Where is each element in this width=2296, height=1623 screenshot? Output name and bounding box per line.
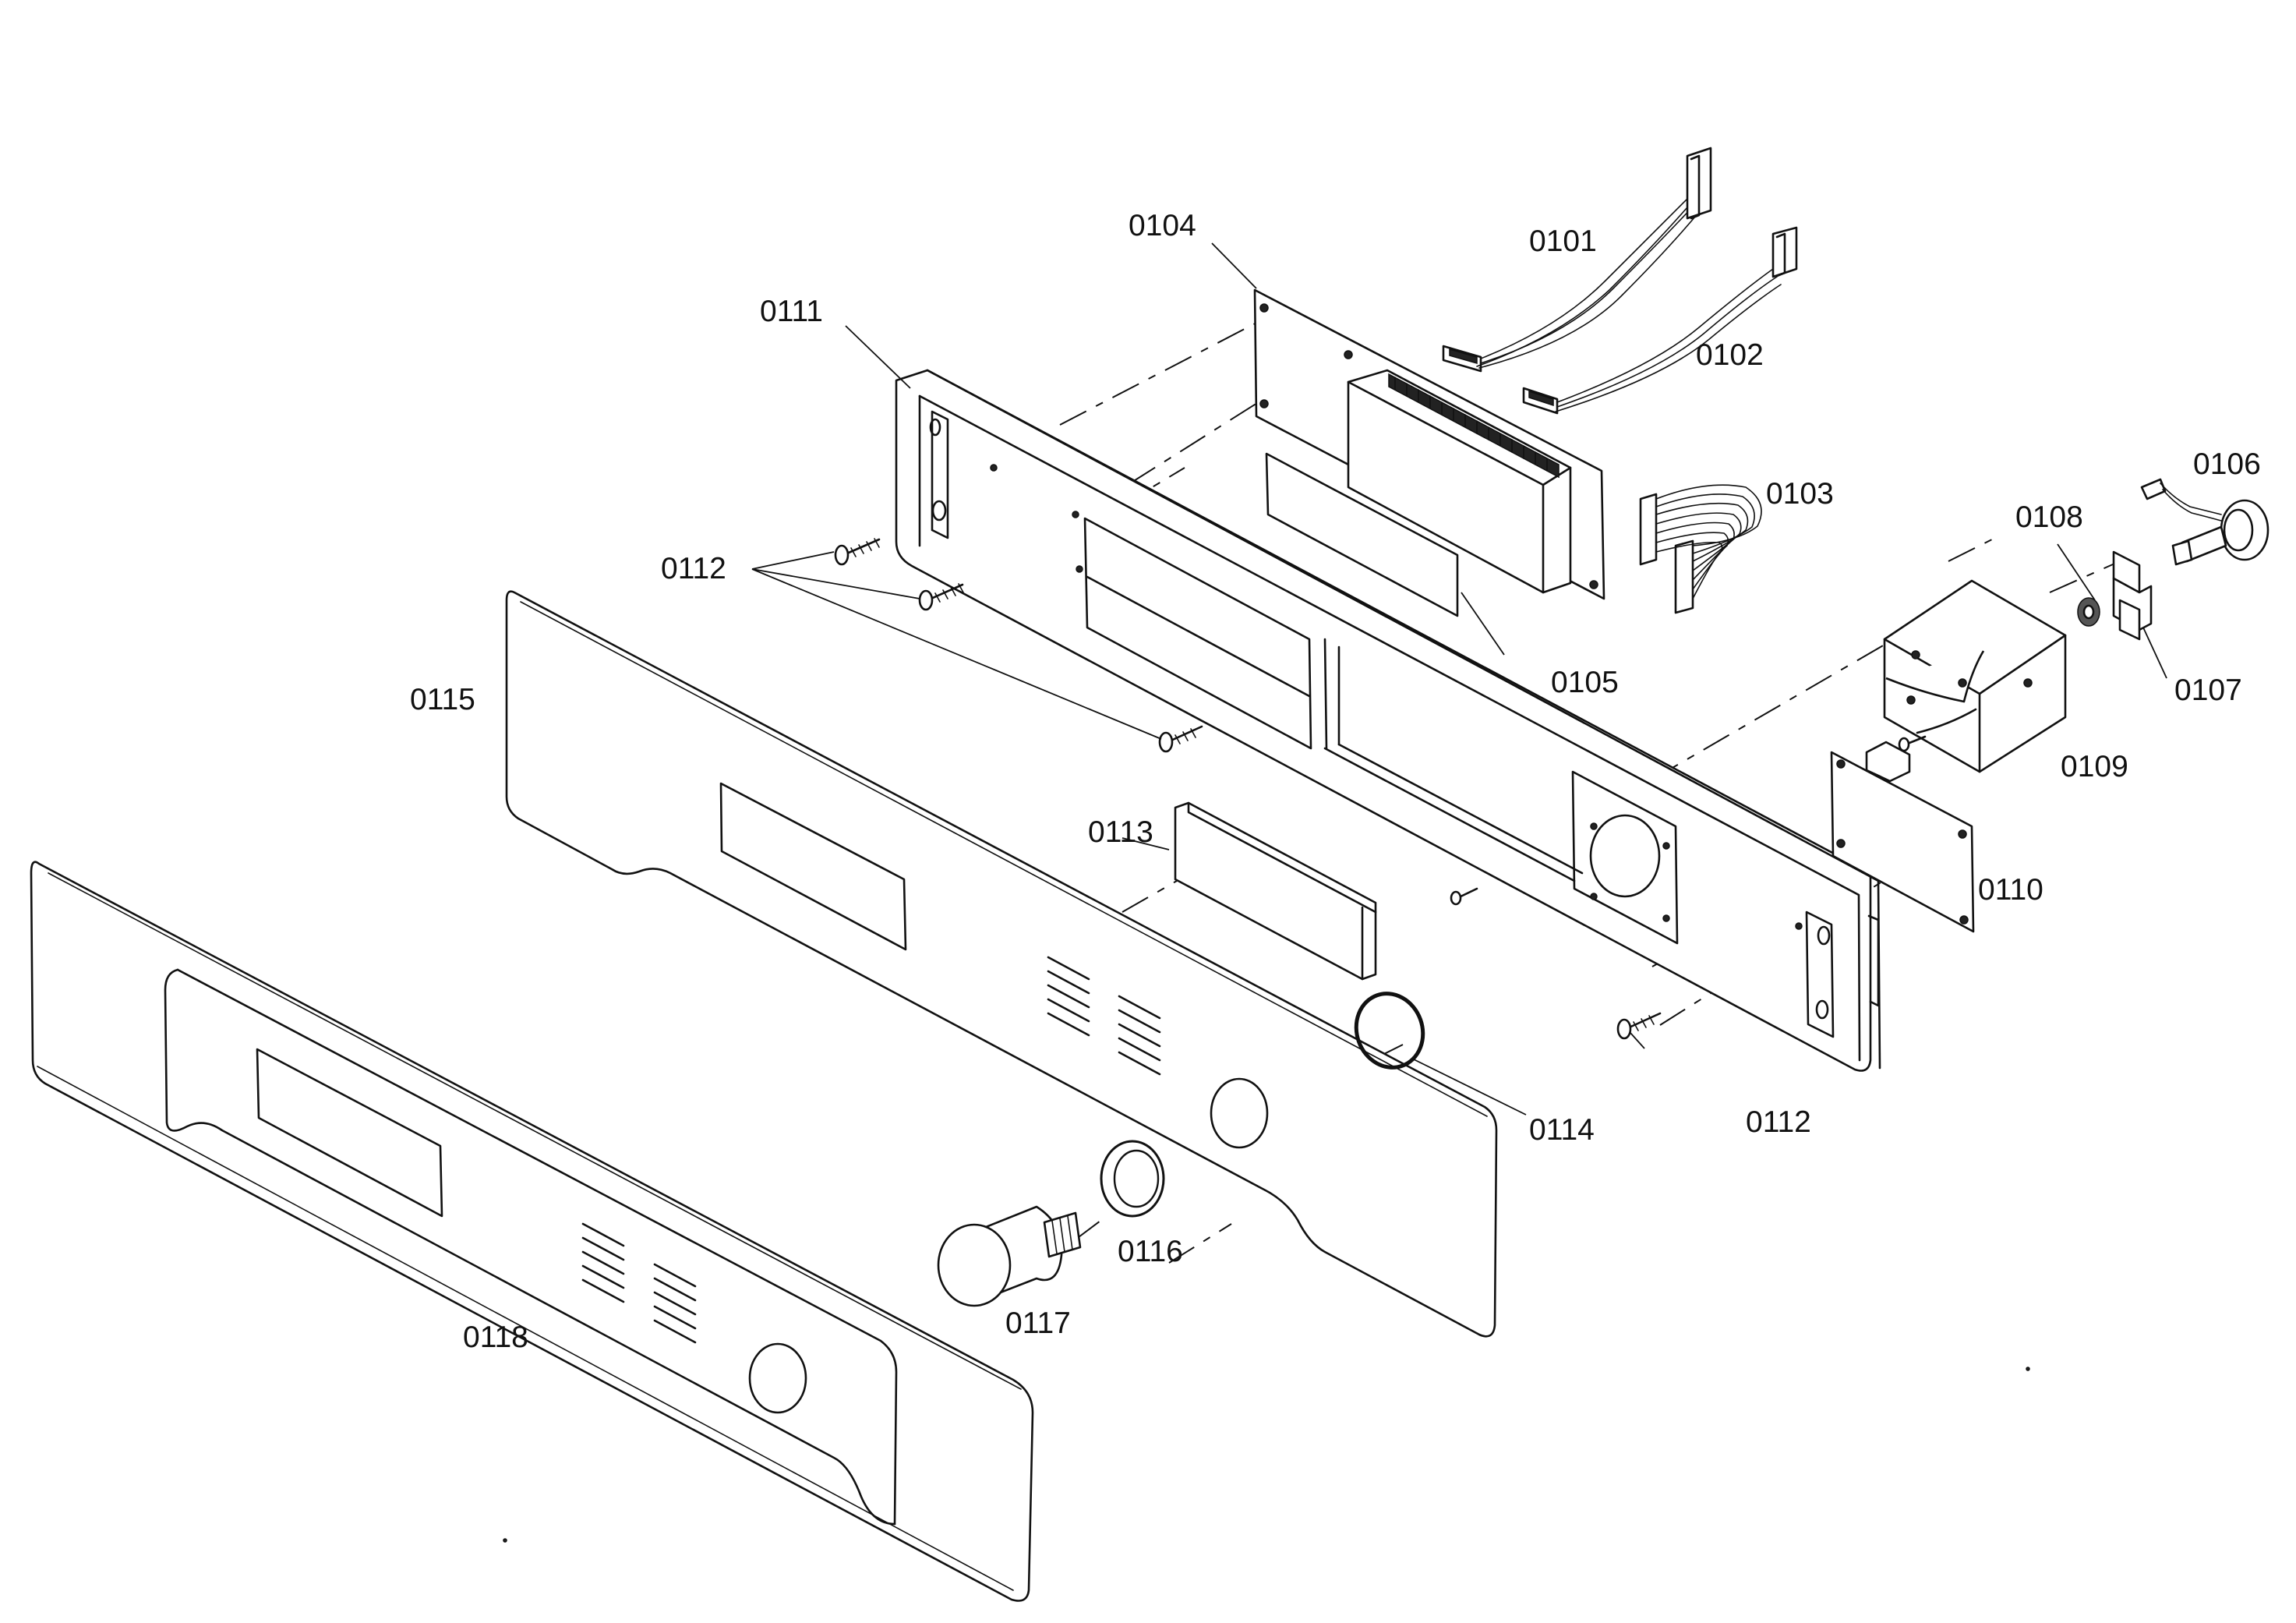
- label-0118: 0118: [463, 1321, 528, 1354]
- screw-4: [1616, 1012, 1662, 1040]
- part-0101-wire-harness: [1442, 147, 1712, 373]
- label-0109: 0109: [2061, 750, 2128, 783]
- vent-slots-0118: [581, 1222, 697, 1344]
- screws-0112: [834, 538, 1927, 1040]
- part-0110-encoder-board: [1830, 741, 1975, 933]
- part-0104-control-board: [1253, 288, 1605, 600]
- part-0115-inner-fascia: [505, 590, 1498, 1338]
- label-0112-a: 0112: [661, 552, 726, 585]
- label-0116: 0116: [1118, 1235, 1183, 1268]
- part-0106-encoder: [2140, 478, 2270, 566]
- label-0113: 0113: [1088, 815, 1153, 849]
- leader-lines: [751, 242, 2167, 1116]
- screw-1: [834, 538, 881, 566]
- vent-slots-0115: [1047, 956, 1161, 1076]
- part-0114-o-ring: [1354, 992, 1425, 1070]
- callout-labels: 0101 0102 0103 0104 0105 0106 0107 0108 …: [410, 209, 2261, 1354]
- label-0107: 0107: [2174, 674, 2242, 707]
- label-0115: 0115: [410, 683, 475, 716]
- label-0103: 0103: [1766, 477, 1834, 511]
- part-0103-ribbon-cable: [1639, 484, 1762, 614]
- part-0118-front-panel: [30, 861, 1034, 1602]
- part-0116-knob-ring: [1100, 1140, 1165, 1218]
- label-0110: 0110: [1978, 873, 2043, 907]
- screw-2: [918, 583, 964, 611]
- part-0109-encoder-housing: [1883, 579, 2067, 773]
- label-0106: 0106: [2193, 447, 2261, 481]
- label-0101: 0101: [1529, 225, 1597, 258]
- screw-small-2: [1898, 735, 1927, 752]
- part-0113-display-lens: [1174, 801, 1377, 981]
- part-0105-display-window: [1265, 452, 1459, 617]
- label-0117: 0117: [1005, 1307, 1071, 1340]
- part-0117-knob: [937, 1205, 1082, 1307]
- label-0105: 0105: [1551, 666, 1619, 699]
- part-0107-bracket: [2112, 550, 2153, 641]
- label-0111: 0111: [760, 295, 823, 328]
- label-0102: 0102: [1696, 338, 1764, 372]
- label-0112-b: 0112: [1746, 1105, 1811, 1139]
- screw-3: [1158, 725, 1203, 753]
- part-0102-wire-harness: [1522, 226, 1798, 415]
- label-0114: 0114: [1529, 1113, 1595, 1147]
- label-0104: 0104: [1129, 209, 1196, 242]
- part-0108-nut: [2077, 597, 2100, 627]
- screw-small-1: [1450, 887, 1478, 906]
- label-0108: 0108: [2015, 500, 2083, 534]
